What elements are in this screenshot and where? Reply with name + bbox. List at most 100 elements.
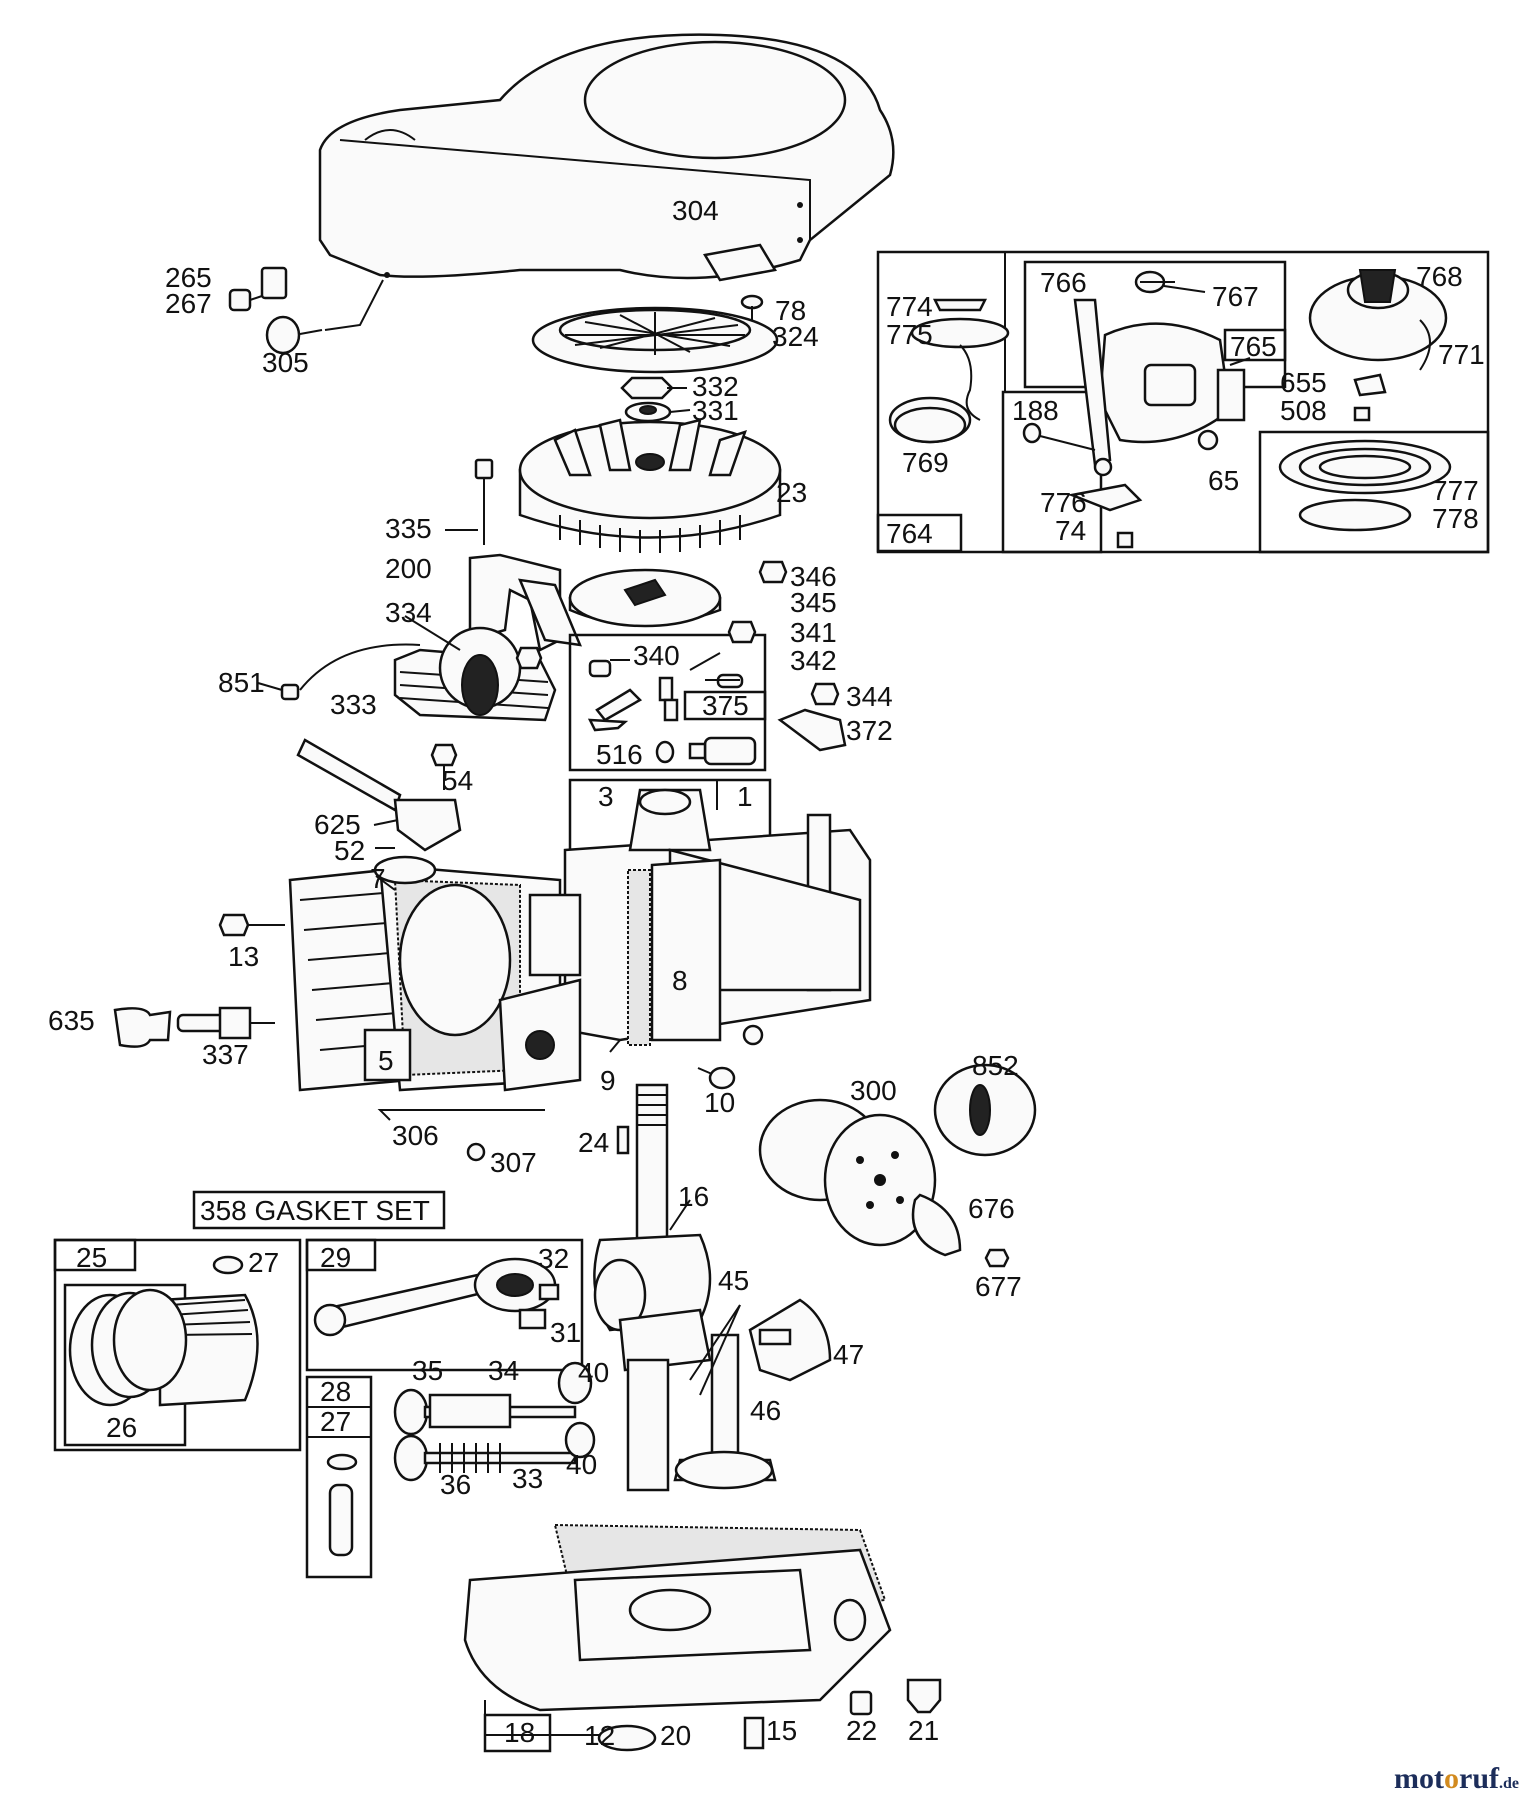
label-267: 267 <box>165 288 212 319</box>
label-764: 764 <box>886 518 933 549</box>
bolt-265-267 <box>228 266 288 312</box>
watermark-part1: mot <box>1394 1762 1444 1795</box>
label-345: 345 <box>790 587 837 618</box>
label-45: 45 <box>718 1265 749 1296</box>
piston-pin-box <box>305 1375 373 1579</box>
muffler-guard-852 <box>933 1063 1037 1157</box>
label-337: 337 <box>202 1039 249 1070</box>
label-1: 1 <box>737 781 753 812</box>
label-188: 188 <box>1012 395 1059 426</box>
breaker-points-box <box>568 633 767 772</box>
label-304: 304 <box>672 195 719 226</box>
flywheel <box>518 418 782 553</box>
label-12: 12 <box>584 1720 615 1751</box>
label-324: 324 <box>772 321 819 352</box>
screw-677 <box>984 1248 1010 1268</box>
label-635: 635 <box>48 1005 95 1036</box>
label-52: 52 <box>334 835 365 866</box>
key-24 <box>616 1125 630 1155</box>
screw-305 <box>265 315 323 355</box>
bolt-13 <box>218 913 285 937</box>
cylinder-head <box>288 863 582 1092</box>
label-34: 34 <box>488 1355 519 1386</box>
retainer-40b <box>564 1421 596 1459</box>
label-32: 32 <box>538 1243 569 1274</box>
label-7: 7 <box>370 863 386 894</box>
label-5: 5 <box>378 1045 394 1076</box>
label-47: 47 <box>833 1339 864 1370</box>
label-13: 13 <box>228 941 259 972</box>
label-625: 625 <box>314 809 361 840</box>
screw-341 <box>727 620 757 644</box>
screw-54 <box>430 743 458 790</box>
label-46: 46 <box>750 1395 781 1426</box>
gasket-set-box <box>192 1190 446 1230</box>
label-9: 9 <box>600 1065 616 1096</box>
label-29: 29 <box>320 1242 351 1273</box>
label-40b: 40 <box>566 1449 597 1480</box>
watermark-logo: motoruf.de <box>1394 1762 1519 1796</box>
label-778: 778 <box>1432 503 1479 534</box>
ignition-armature <box>280 626 557 722</box>
governor-47 <box>748 1298 832 1382</box>
label-358: 358 GASKET SET <box>200 1195 430 1226</box>
label-36: 36 <box>440 1469 471 1500</box>
label-26: 26 <box>106 1412 137 1443</box>
label-65: 65 <box>1208 465 1239 496</box>
label-344: 344 <box>846 681 893 712</box>
label-372: 372 <box>846 715 893 746</box>
spark-plug-boot <box>113 1007 172 1048</box>
bracket-372 <box>777 708 847 752</box>
label-25: 25 <box>76 1242 107 1273</box>
piston-box <box>53 1238 302 1452</box>
label-33: 33 <box>512 1463 543 1494</box>
screw-78 <box>740 294 764 320</box>
label-768: 768 <box>1416 261 1463 292</box>
label-305: 305 <box>262 347 309 378</box>
label-332: 332 <box>692 371 739 402</box>
label-27b: 27 <box>320 1406 351 1437</box>
label-774: 774 <box>886 291 933 322</box>
label-766: 766 <box>1040 267 1087 298</box>
label-346: 346 <box>790 561 837 592</box>
breaker-cover <box>568 568 722 628</box>
label-21: 21 <box>908 1715 939 1746</box>
label-307: 307 <box>490 1147 537 1178</box>
label-15: 15 <box>766 1715 797 1746</box>
plug-22 <box>849 1690 873 1716</box>
label-765: 765 <box>1230 331 1277 362</box>
bolt-10 <box>697 1066 736 1090</box>
muffler <box>758 1098 937 1247</box>
label-24: 24 <box>578 1127 609 1158</box>
label-333: 333 <box>330 689 377 720</box>
crankshaft <box>593 1083 712 1492</box>
label-306: 306 <box>392 1120 439 1151</box>
watermark-part3: ruf <box>1459 1762 1499 1795</box>
label-341: 341 <box>790 617 837 648</box>
watermark-part2: o <box>1444 1762 1459 1795</box>
bolt-335 <box>474 458 494 545</box>
plug-15 <box>743 1716 765 1750</box>
retainer-40a <box>557 1361 593 1405</box>
screw-346 <box>758 560 788 584</box>
label-20: 20 <box>660 1720 691 1751</box>
label-28: 28 <box>320 1376 351 1407</box>
label-677: 677 <box>975 1271 1022 1302</box>
label-300: 300 <box>850 1075 897 1106</box>
label-27a: 27 <box>248 1247 279 1278</box>
label-35: 35 <box>412 1355 443 1386</box>
screw-307 <box>466 1142 486 1162</box>
label-516: 516 <box>596 739 643 770</box>
part-labels: 304 265 267 305 78 324 332 331 23 335 20… <box>48 195 1485 1751</box>
label-335: 335 <box>385 513 432 544</box>
label-23: 23 <box>776 477 807 508</box>
connecting-rod-box <box>305 1238 584 1372</box>
label-508: 508 <box>1280 395 1327 426</box>
cylinder-block <box>563 778 872 1046</box>
label-265: 265 <box>165 262 212 293</box>
label-40a: 40 <box>578 1357 609 1388</box>
label-769: 769 <box>902 447 949 478</box>
plug-21 <box>906 1678 942 1714</box>
label-375: 375 <box>702 690 749 721</box>
